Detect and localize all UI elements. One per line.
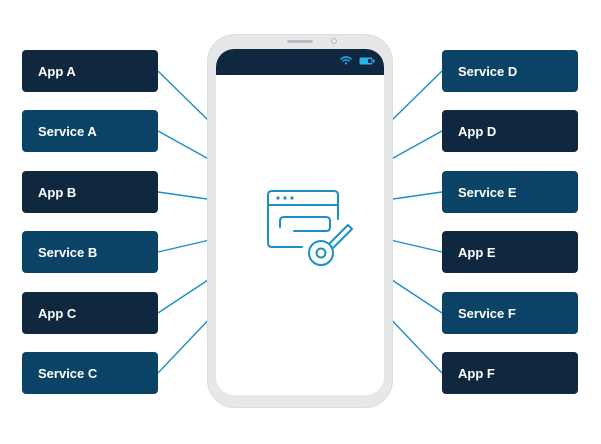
node-label: Service D [458,63,518,79]
connector-left-5 [157,313,215,374]
node-left-4: App C [22,292,158,334]
node-right-3: App E [442,231,578,273]
battery-icon [359,57,375,65]
connector-right-1 [385,130,443,163]
node-label: Service F [458,305,516,321]
status-bar [216,49,384,75]
node-left-5: Service C [22,352,158,394]
node-right-1: App D [442,110,578,152]
node-label: Service B [38,244,98,260]
node-left-3: Service B [22,231,158,273]
phone-screen [216,49,384,395]
connector-right-0 [385,70,443,127]
node-label: App A [38,63,76,79]
connector-left-3 [157,238,215,253]
node-right-4: Service F [442,292,578,334]
browser-key-icon [267,190,353,266]
node-left-2: App B [22,171,158,213]
phone-camera [331,38,337,44]
node-label: App D [458,123,497,139]
connector-left-2 [157,191,215,201]
node-left-1: Service A [22,110,158,152]
connector-right-4 [385,275,443,314]
node-right-5: App F [442,352,578,394]
connector-left-4 [157,275,215,314]
node-label: Service C [38,365,98,381]
connector-left-1 [157,130,215,163]
connector-left-0 [157,70,215,127]
node-left-0: App A [22,50,158,92]
node-label: Service A [38,123,97,139]
connector-right-5 [385,313,443,374]
node-label: App F [458,365,495,381]
connector-right-2 [385,191,443,201]
wifi-icon [340,56,352,65]
node-label: Service E [458,184,517,200]
smartphone [207,34,393,408]
connector-right-3 [385,238,443,253]
phone-speaker [287,40,313,43]
node-label: App E [458,244,496,260]
node-right-0: Service D [442,50,578,92]
node-label: App C [38,305,77,321]
node-label: App B [38,184,77,200]
node-right-2: Service E [442,171,578,213]
